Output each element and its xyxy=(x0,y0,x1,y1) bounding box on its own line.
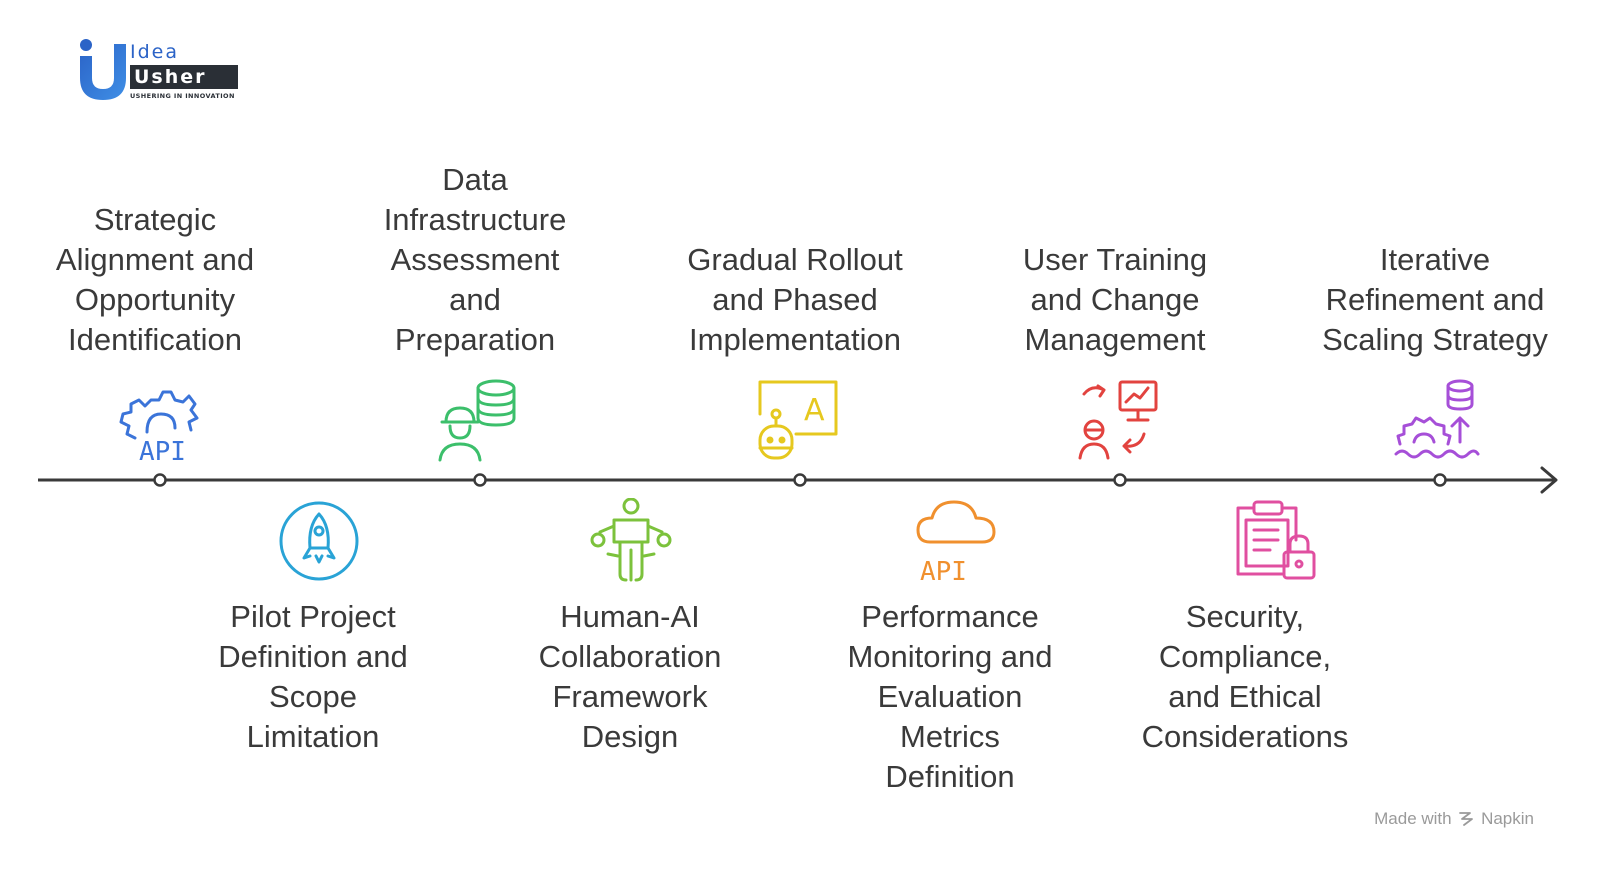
step-4-line-4: Design xyxy=(581,719,679,754)
step-4-line-3: Framework xyxy=(552,679,708,714)
step-6-line-1: Performance xyxy=(861,599,1039,634)
step-3-line-4: and xyxy=(449,282,501,317)
rocket-icon xyxy=(279,501,359,581)
training-presentation-icon xyxy=(1078,380,1158,460)
step-5-line-2: and Phased xyxy=(712,282,878,317)
step-5-label: Gradual Rollout and Phased Implementatio… xyxy=(665,240,925,360)
step-2-line-2: Definition and xyxy=(218,639,408,674)
step-8-line-3: and Ethical xyxy=(1168,679,1322,714)
api-text: API xyxy=(139,437,186,464)
step-1-line-4: Identification xyxy=(67,322,243,357)
step-7-line-2: and Change xyxy=(1030,282,1200,317)
timeline-node-1 xyxy=(153,473,167,487)
robot-translate-icon: A xyxy=(758,380,838,460)
letter-a-text: A xyxy=(804,393,825,428)
step-2-line-3: Scope xyxy=(269,679,357,714)
step-3-line-3: Assessment xyxy=(390,242,560,277)
step-6-label: Performance Monitoring and Evaluation Me… xyxy=(820,597,1080,797)
step-4-line-2: Collaboration xyxy=(538,639,722,674)
napkin-brand-text: Napkin xyxy=(1481,809,1534,828)
step-6-line-2: Monitoring and xyxy=(847,639,1053,674)
step-1-line-2: Alignment and xyxy=(55,242,255,277)
robot-human-icon xyxy=(590,498,672,582)
made-with-napkin: Made with Napkin xyxy=(1374,809,1534,829)
step-9-line-2: Refinement and xyxy=(1325,282,1545,317)
step-4-label: Human-AI Collaboration Framework Design xyxy=(500,597,760,757)
step-3-line-1: Data xyxy=(442,162,508,197)
step-1-line-1: Strategic xyxy=(93,202,217,237)
step-1-label: Strategic Alignment and Opportunity Iden… xyxy=(25,200,285,360)
step-4-line-1: Human-AI xyxy=(560,599,700,634)
step-9-label: Iterative Refinement and Scaling Strateg… xyxy=(1305,240,1565,360)
step-6-line-5: Definition xyxy=(885,759,1015,794)
engineer-database-icon xyxy=(438,379,516,462)
step-8-line-4: Considerations xyxy=(1141,719,1349,754)
clipboard-lock-icon xyxy=(1236,500,1316,580)
logo-word-idea: Idea xyxy=(130,41,179,63)
step-5-line-1: Gradual Rollout xyxy=(687,242,903,277)
step-1-line-3: Opportunity xyxy=(74,282,236,317)
logo-u-mark-icon xyxy=(80,39,126,100)
idea-usher-logo: Idea Usher USHERING IN INNOVATION xyxy=(78,38,248,104)
timeline-node-3 xyxy=(793,473,807,487)
step-9-line-1: Iterative xyxy=(1379,242,1491,277)
napkin-logo-icon xyxy=(1459,812,1474,826)
scaling-database-icon xyxy=(1394,379,1480,459)
step-5-line-3: Implementation xyxy=(689,322,901,357)
step-6-line-3: Evaluation xyxy=(877,679,1023,714)
cloud-api-text: API xyxy=(920,557,967,584)
step-2-line-1: Pilot Project xyxy=(230,599,396,634)
step-8-label: Security, Compliance, and Ethical Consid… xyxy=(1115,597,1375,757)
timeline-node-2 xyxy=(473,473,487,487)
step-2-line-4: Limitation xyxy=(246,719,380,754)
step-7-line-1: User Training xyxy=(1022,242,1208,277)
step-2-label: Pilot Project Definition and Scope Limit… xyxy=(183,597,443,757)
timeline-node-4 xyxy=(1113,473,1127,487)
step-7-line-3: Management xyxy=(1024,322,1206,357)
logo-tagline: USHERING IN INNOVATION xyxy=(130,92,235,100)
step-9-line-3: Scaling Strategy xyxy=(1322,322,1548,357)
logo-word-usher: Usher xyxy=(130,65,238,89)
made-with-text: Made with xyxy=(1374,809,1452,828)
step-7-label: User Training and Change Management xyxy=(985,240,1245,360)
step-3-line-2: Infrastructure xyxy=(383,202,567,237)
step-8-line-1: Security, xyxy=(1185,599,1305,634)
step-8-line-2: Compliance, xyxy=(1158,639,1332,674)
step-3-label: Data Infrastructure Assessment and Prepa… xyxy=(345,160,605,360)
timeline-arrowhead xyxy=(1540,466,1558,494)
api-gear-icon: API xyxy=(119,390,199,464)
step-3-line-5: Preparation xyxy=(394,322,556,357)
cloud-api-icon: API xyxy=(916,500,996,584)
step-6-line-4: Metrics xyxy=(900,719,1000,754)
timeline-node-5 xyxy=(1433,473,1447,487)
